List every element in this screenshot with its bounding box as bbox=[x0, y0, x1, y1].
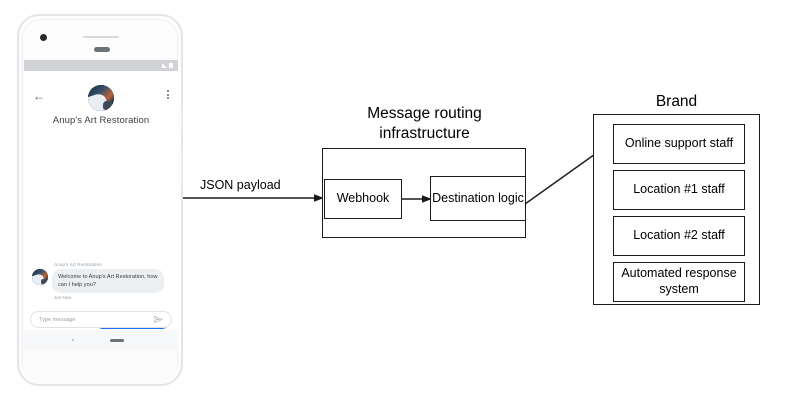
message-timestamp: Just Now bbox=[54, 295, 72, 301]
home-pill-icon[interactable] bbox=[110, 338, 125, 342]
signal-triangle-icon bbox=[162, 63, 167, 68]
phone-top-slot bbox=[83, 36, 119, 38]
arrow-phone-to-webhook bbox=[183, 194, 324, 202]
message-incoming: Anup's Art Restoration Welcome to Anup's… bbox=[32, 262, 164, 300]
back-arrow-icon[interactable]: ← bbox=[33, 89, 45, 103]
message-sender-name: Anup's Art Restoration bbox=[54, 262, 102, 267]
earpiece-speaker-icon bbox=[94, 47, 110, 52]
conversation-area: Anup's Art Restoration Welcome to Anup's… bbox=[24, 157, 178, 336]
brand-item-location-2-staff[interactable]: Location #2 staff bbox=[613, 216, 745, 256]
system-nav-bar: ‹ bbox=[24, 330, 178, 350]
phone-chin bbox=[24, 350, 176, 384]
message-avatar-icon bbox=[32, 269, 48, 285]
status-icons bbox=[162, 63, 173, 68]
app-bar: ← Anup's Art Restoration bbox=[24, 71, 178, 157]
power-button[interactable] bbox=[181, 151, 183, 189]
brand-item-automated-response-system[interactable]: Automated response system bbox=[613, 262, 745, 302]
nav-back-icon[interactable]: ‹ bbox=[71, 336, 75, 344]
overflow-menu-icon[interactable] bbox=[167, 90, 169, 99]
brand-avatar-icon bbox=[88, 85, 114, 111]
brand-item-online-support-staff[interactable]: Online support staff bbox=[613, 124, 745, 164]
arrow-webhook-to-destination-logic bbox=[401, 195, 432, 203]
battery-icon bbox=[169, 63, 173, 68]
json-payload-label: JSON payload bbox=[200, 178, 281, 192]
message-bubble-incoming: Welcome to Anup's Art Restoration, how c… bbox=[52, 269, 164, 294]
brand-title: Brand bbox=[655, 93, 698, 110]
node-destination-logic[interactable]: Destination logic bbox=[430, 176, 526, 221]
phone-screen: ← Anup's Art Restoration Anup's Art Rest… bbox=[24, 60, 178, 350]
front-camera-icon bbox=[40, 34, 47, 41]
node-webhook[interactable]: Webhook bbox=[324, 179, 402, 219]
message-composer[interactable]: Type message bbox=[30, 311, 172, 328]
volume-button[interactable] bbox=[181, 111, 183, 133]
phone-mockup: ← Anup's Art Restoration Anup's Art Rest… bbox=[17, 14, 183, 386]
status-bar bbox=[24, 60, 178, 71]
send-icon[interactable] bbox=[154, 315, 163, 324]
brand-item-location-1-staff[interactable]: Location #1 staff bbox=[613, 170, 745, 210]
message-input[interactable]: Type message bbox=[39, 316, 76, 323]
infrastructure-title: Message routing infrastructure bbox=[367, 105, 482, 142]
page-title: Anup's Art Restoration bbox=[52, 115, 150, 126]
